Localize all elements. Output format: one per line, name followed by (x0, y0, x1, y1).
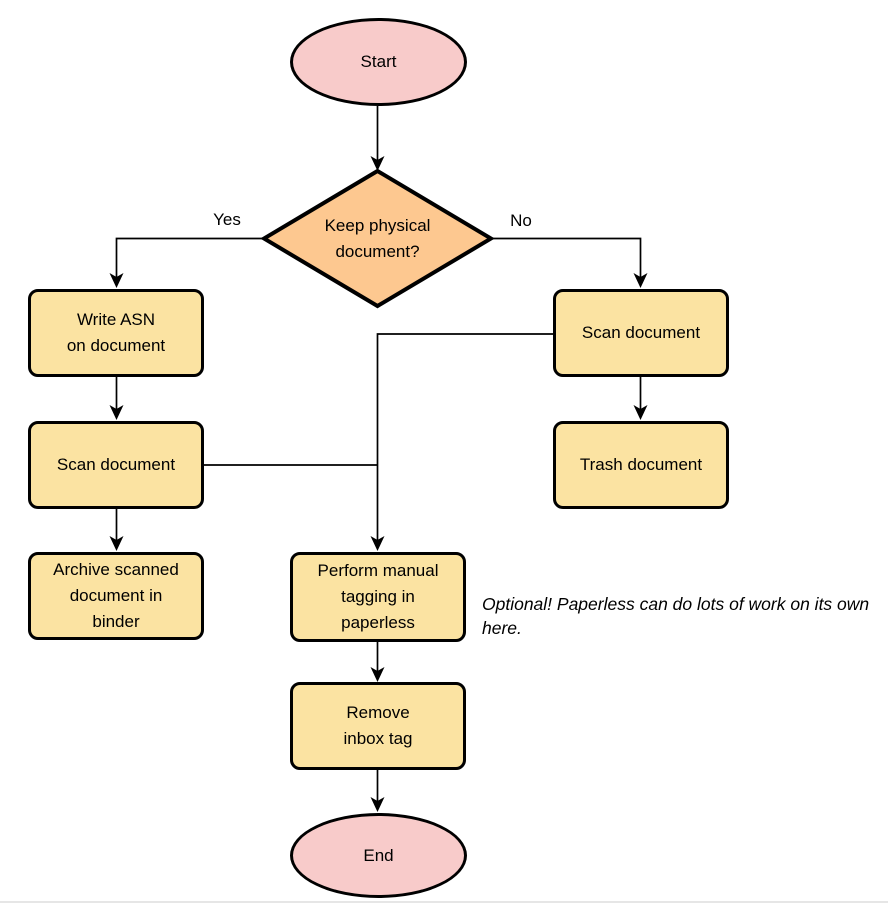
edge-decision-write-asn (115, 237, 263, 282)
node-scan-document-right: Scan document (553, 289, 729, 377)
node-scan-document-left-label: Scan document (56, 455, 176, 474)
node-manual-tagging: Perform manual tagging in paperless (290, 552, 466, 642)
node-write-asn: Write ASN on document (28, 289, 204, 377)
arrowhead-scan-right-tagging (370, 536, 385, 551)
node-trash-document-label: Trash document (579, 455, 703, 474)
node-decision-label: Keep physical document? (324, 215, 431, 261)
node-remove-inbox-tag-label: Remove inbox tag (343, 703, 413, 748)
edge-label-no: No (510, 211, 532, 230)
arrowhead-scan-right-trash (633, 405, 648, 420)
arrowhead-write-asn-scan-left (109, 405, 124, 420)
decision-diamond-shape (261, 168, 494, 309)
edge-scan-right-tagging (376, 333, 553, 545)
node-remove-inbox-tag: Remove inbox tag (290, 682, 466, 770)
node-end-label: End (363, 845, 394, 865)
node-archive-scanned: Archive scanned document in binder (28, 552, 204, 640)
node-manual-tagging-label: Perform manual tagging in paperless (317, 561, 439, 632)
arrowhead-tagging-remove-inbox (370, 667, 385, 682)
node-trash-document: Trash document (553, 421, 729, 509)
edge-decision-scan-right (492, 237, 642, 282)
arrowhead-scan-left-archive (109, 536, 124, 551)
arrowhead-remove-inbox-end (370, 797, 385, 812)
node-scan-document-left: Scan document (28, 421, 204, 509)
page-bottom-divider (0, 901, 888, 903)
node-start-label: Start (360, 52, 397, 71)
node-start: Start (290, 18, 467, 106)
node-archive-scanned-label: Archive scanned document in binder (53, 560, 179, 631)
node-end: End (290, 813, 467, 898)
arrowhead-decision-scan-right (633, 273, 648, 288)
node-scan-document-right-label: Scan document (581, 323, 701, 342)
edge-label-yes: Yes (213, 210, 241, 229)
arrowhead-decision-write-asn (109, 273, 124, 288)
arrowhead-start-decision (370, 156, 385, 171)
node-decision: Keep physical document? (261, 168, 494, 309)
node-write-asn-label: Write ASN on document (66, 310, 166, 355)
annotation-optional-note: Optional! Paperless can do lots of work … (482, 594, 870, 638)
